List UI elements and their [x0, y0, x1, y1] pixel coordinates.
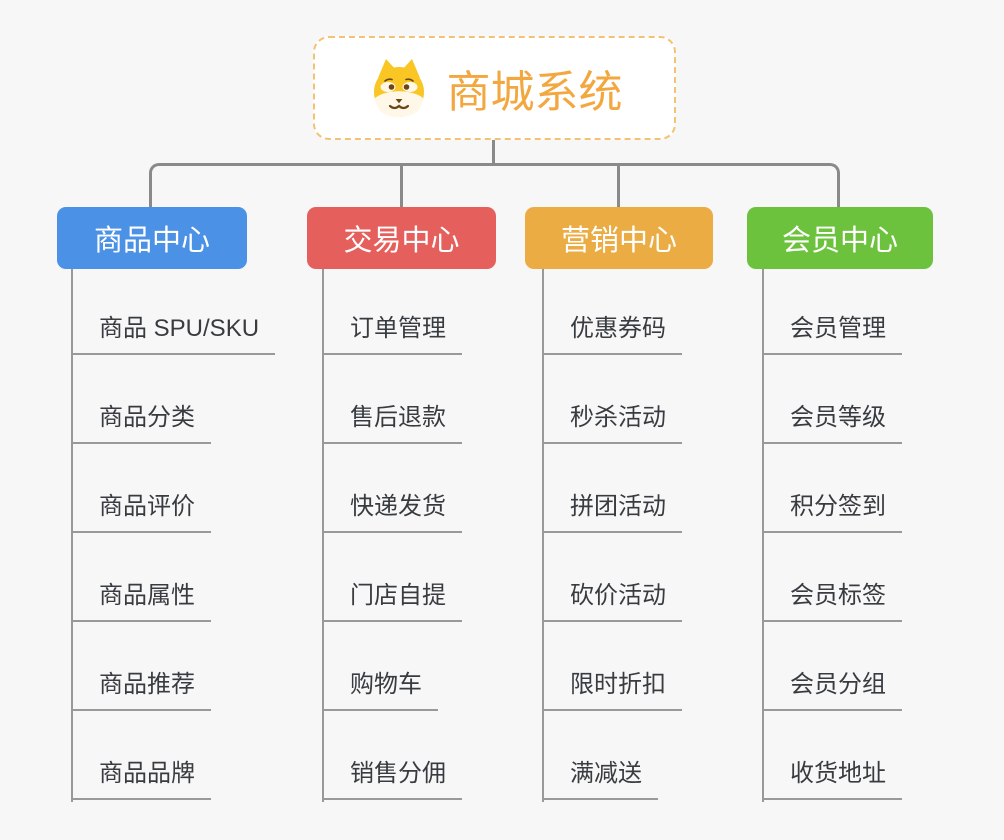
leaf-node[interactable]: 会员标签: [762, 580, 902, 622]
branch-spine-line: [762, 269, 764, 802]
leaf-node[interactable]: 订单管理: [322, 313, 462, 355]
leaf-node[interactable]: 收货地址: [762, 758, 902, 800]
branch-drop-connector: [617, 165, 620, 207]
branch-spine-line: [322, 269, 324, 802]
leaf-node[interactable]: 门店自提: [322, 580, 462, 622]
branch-drop-connector: [400, 165, 403, 207]
leaf-node[interactable]: 商品品牌: [71, 758, 211, 800]
branch-node-member-center[interactable]: 会员中心: [747, 207, 933, 269]
leaf-node[interactable]: 快递发货: [322, 491, 462, 533]
leaf-node[interactable]: 积分签到: [762, 491, 902, 533]
root-stem-connector: [492, 140, 495, 165]
leaf-node[interactable]: 满减送: [542, 758, 658, 800]
leaf-node[interactable]: 销售分佣: [322, 758, 462, 800]
leaf-column-trade-center: 订单管理 售后退款 快递发货 门店自提 购物车 销售分佣: [322, 269, 612, 809]
leaf-node[interactable]: 砍价活动: [542, 580, 682, 622]
root-node-title: 商城系统: [446, 68, 623, 117]
leaf-node[interactable]: 秒杀活动: [542, 402, 682, 444]
leaf-node[interactable]: 优惠券码: [542, 313, 682, 355]
leaf-column-marketing-center: 优惠券码 秒杀活动 拼团活动 砍价活动 限时折扣 满减送: [542, 269, 832, 809]
leaf-node[interactable]: 会员管理: [762, 313, 902, 355]
leaf-node[interactable]: 商品分类: [71, 402, 211, 444]
leaf-node[interactable]: 商品属性: [71, 580, 211, 622]
leaf-node[interactable]: 商品 SPU/SKU: [71, 313, 276, 355]
leaf-node[interactable]: 商品评价: [71, 491, 211, 533]
leaf-node[interactable]: 售后退款: [322, 402, 462, 444]
branch-node-product-center[interactable]: 商品中心: [57, 207, 247, 269]
branch-spine-line: [542, 269, 544, 802]
branch-spine-line: [71, 269, 73, 802]
branch-node-trade-center[interactable]: 交易中心: [307, 207, 496, 269]
leaf-column-member-center: 会员管理 会员等级 积分签到 会员标签 会员分组 收货地址: [762, 269, 1004, 809]
branch-bus-connector: [149, 163, 840, 208]
leaf-column-product-center: 商品 SPU/SKU 商品分类 商品评价 商品属性 商品推荐 商品品牌: [71, 269, 361, 809]
branch-node-marketing-center[interactable]: 营销中心: [525, 207, 713, 269]
leaf-node[interactable]: 购物车: [322, 669, 438, 711]
leaf-node[interactable]: 商品推荐: [71, 669, 211, 711]
leaf-node[interactable]: 拼团活动: [542, 491, 682, 533]
shiba-dog-icon: [373, 59, 424, 117]
root-node-mall-system[interactable]: 商城系统: [313, 36, 676, 140]
leaf-node[interactable]: 会员分组: [762, 669, 902, 711]
leaf-node[interactable]: 会员等级: [762, 402, 902, 444]
leaf-node[interactable]: 限时折扣: [542, 669, 682, 711]
